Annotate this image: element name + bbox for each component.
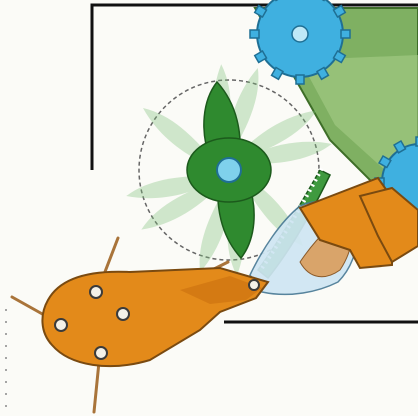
arm-icon xyxy=(42,268,268,366)
left-dotted-edge xyxy=(5,309,7,407)
rotor-hub xyxy=(217,158,241,182)
pivot-icon xyxy=(90,286,102,298)
pivot-icon xyxy=(95,347,107,359)
pivot-icon xyxy=(117,308,129,320)
pivot-icon xyxy=(55,319,67,331)
pivot-icon xyxy=(249,280,259,290)
